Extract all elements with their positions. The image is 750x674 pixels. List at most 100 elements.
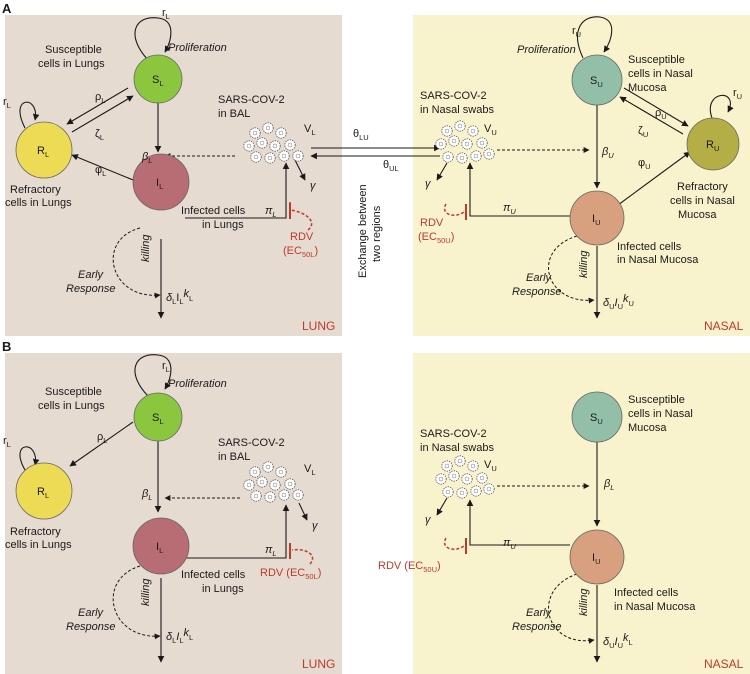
lung-susceptible-node (133, 54, 183, 104)
exchange-text-1: Exchange between (357, 184, 369, 278)
lung-b-virus-title-1: SARS-COV-2 (218, 437, 285, 449)
nasal-b-s-desc-2: cells in Nasal (628, 408, 693, 420)
nasal-early-response-arrow (548, 235, 595, 304)
lung-infected-node (132, 153, 190, 211)
nasal-b-early-response-arrow (548, 573, 595, 644)
lung-i-desc-2: in Lungs (202, 219, 244, 231)
lung-s-desc-2: cells in Lungs (38, 58, 105, 70)
lung-region-label: LUNG (302, 319, 335, 333)
nasal-b-i-desc-2: in Nasal Mucosa (614, 601, 696, 613)
theta-lu-label: θLU (353, 128, 369, 142)
lung-zeta-label: ζL (95, 128, 104, 142)
nasal-r-proliferation-arrow (709, 94, 734, 119)
lung-r-desc-1: Refractory (10, 184, 61, 196)
nasal-s-desc-3: Mucosa (628, 82, 667, 94)
lung-early-label-1: Early (78, 269, 105, 281)
nasal-b-i-desc-1: Infected cells (614, 587, 679, 599)
lung-v-label: VL (304, 123, 316, 137)
lung-virus-title-2: in BAL (218, 108, 250, 120)
nasal-b-s-desc-1: Susceptible (628, 394, 685, 406)
nasal-death-label: δUIUkU (603, 293, 634, 311)
nasal-r-symbol: RU (706, 139, 719, 153)
nasal-b-susceptible-node (571, 391, 623, 443)
nasal-rs-label: rU (572, 25, 581, 39)
nasal-rr-label: rU (733, 87, 742, 101)
nasal-r-desc-1: Refractory (677, 181, 728, 193)
lung-b-s-proliferation-arrow (134, 354, 172, 397)
lung-b-r-proliferation-arrow (19, 446, 40, 471)
lung-b-i-desc-1: Infected cells (181, 569, 246, 581)
panel-b-label: B (2, 339, 11, 354)
lung-s-proliferation-arrow (134, 17, 172, 61)
nasal-i-symbol: IU (592, 213, 600, 227)
lung-pi-label: πL (265, 205, 277, 219)
nasal-b-gamma-label: γ (425, 514, 432, 526)
lung-b-s-symbol: SL (152, 412, 164, 426)
lung-death-label: δLILkL (166, 288, 193, 306)
lung-b-susceptible-node (133, 392, 183, 442)
nasal-susceptible-node (571, 54, 623, 106)
lung-drug-label-1: RDV (290, 231, 314, 243)
lung-i-symbol: IL (156, 177, 163, 191)
nasal-pi-arrow (466, 162, 570, 217)
lung-b-rs-label: rL (162, 360, 170, 374)
lung-rs-label: rL (162, 7, 170, 21)
lung-b-i-desc-2: in Lungs (202, 583, 244, 595)
nasal-b-early-label-2: Response (512, 621, 562, 633)
nasal-region-label: NASAL (704, 319, 744, 333)
lung-b-virus-title-2: in BAL (218, 451, 250, 463)
lung-b-v-label: VL (304, 463, 316, 477)
lung-phi-label: φL (95, 164, 106, 178)
nasal-zeta-label: ζU (638, 125, 648, 139)
nasal-i-desc-2: in Nasal Mucosa (617, 254, 699, 266)
nasal-beta-label: βU (601, 146, 614, 160)
nasal-rho-arrow (623, 87, 689, 127)
lung-drug-label-2: (EC50L) (283, 245, 318, 259)
nasal-gamma-arrow (436, 162, 448, 181)
nasal-b-pi-arrow (466, 499, 570, 546)
lung-b-proliferation-label: Proliferation (168, 378, 227, 390)
lung-i-desc-1: Infected cells (181, 205, 246, 217)
nasal-b-death-label: δUIUkL (603, 632, 633, 650)
nasal-b-killing-label: killing (578, 588, 590, 616)
lung-b-s-desc-2: cells in Lungs (38, 400, 105, 412)
lung-zeta-arrow (71, 95, 134, 133)
nasal-pi-label: πU (503, 202, 516, 216)
nasal-virus-title-1: SARS-COV-2 (420, 90, 487, 102)
nasal-b-region-label: NASAL (704, 657, 744, 671)
lung-s-symbol: SL (152, 74, 164, 88)
lung-b-rr-label: rL (3, 435, 11, 449)
lung-b-early-label-2: Response (66, 621, 116, 633)
nasal-drug-label-2: (EC50U) (418, 231, 454, 245)
lung-b-r-symbol: RL (37, 486, 49, 500)
lung-r-desc-2: cells in Lungs (5, 197, 72, 209)
lung-b-i-symbol: IL (156, 541, 163, 555)
nasal-b-infected-node (569, 529, 625, 585)
lung-b-r-desc-2: cells in Lungs (5, 539, 72, 551)
lung-b-drug-inhibition (291, 548, 314, 565)
nasal-phi-label: φU (638, 157, 651, 171)
panel-a-label: A (2, 1, 12, 16)
nasal-s-desc-2: cells in Nasal (628, 68, 693, 80)
lung-gamma-label: γ (310, 180, 317, 192)
lung-b-early-label-1: Early (78, 607, 105, 619)
nasal-proliferation-label: Proliferation (517, 44, 576, 56)
lung-b-pi-label: πL (265, 544, 277, 558)
nasal-s-desc-1: Susceptible (628, 54, 685, 66)
lung-b-pi-arrow (185, 504, 290, 559)
lung-rho-arrow (66, 87, 129, 125)
lung-b-refractory-node (15, 462, 73, 520)
lung-proliferation-label: Proliferation (168, 42, 227, 54)
lung-r-proliferation-arrow (19, 101, 40, 129)
lung-b-infected-node (132, 517, 190, 575)
nasal-b-drug-inhibition (443, 537, 465, 550)
lung-b-beta-label: βL (141, 488, 152, 502)
lung-b-rho-arrow (69, 421, 134, 467)
nasal-b-early-label-1: Early (526, 607, 553, 619)
lung-phi-arrow (71, 154, 139, 183)
nasal-b-virus-title-2: in Nasal swabs (420, 442, 494, 454)
lung-rho-label: ρL (95, 91, 105, 105)
nasal-b-gamma-arrow (436, 497, 448, 516)
nasal-early-label-1: Early (526, 272, 553, 284)
